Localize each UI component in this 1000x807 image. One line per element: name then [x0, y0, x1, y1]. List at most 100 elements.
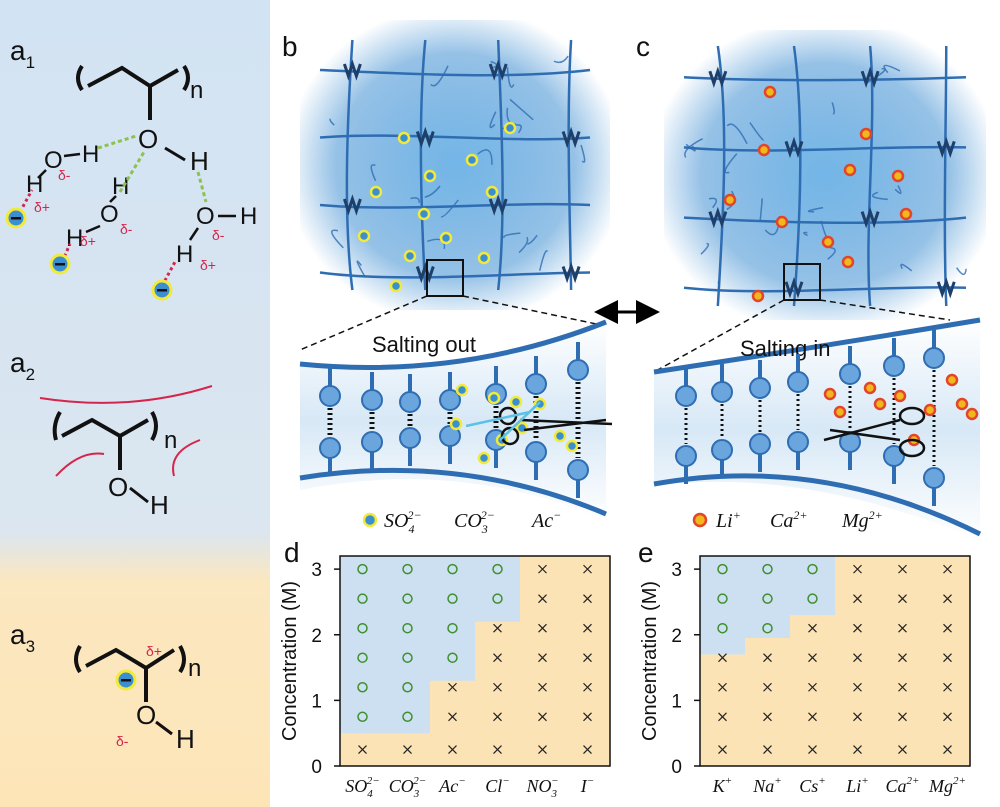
- ion-dot: [775, 215, 789, 229]
- ion-dot: [891, 169, 905, 183]
- soluble-mark: [492, 563, 503, 575]
- water-oxygen: O: [196, 203, 215, 230]
- insoluble-mark: [943, 594, 952, 604]
- ion-dot: [369, 185, 383, 199]
- soluble-mark: [447, 652, 458, 663]
- soluble-mark: [762, 622, 773, 634]
- chain-bead: [319, 437, 341, 459]
- ion-dot: [873, 397, 887, 411]
- insoluble-mark: [898, 564, 907, 574]
- soluble-mark: [402, 622, 413, 634]
- legend-c-item: Li+: [715, 508, 741, 532]
- soluble-mark: [447, 593, 458, 604]
- legend-c-item: Mg2+: [841, 508, 883, 532]
- soluble-mark: [357, 652, 368, 663]
- soluble-region: [700, 556, 970, 655]
- ion-dot: [863, 381, 877, 395]
- insoluble-mark: [538, 564, 547, 574]
- x-tick-label: SO42−: [345, 775, 379, 800]
- insoluble-mark: [493, 653, 502, 663]
- anion-particles-b: [357, 121, 517, 293]
- soluble-mark: [807, 563, 818, 575]
- hydrogen-atom: H: [190, 146, 209, 176]
- soluble-mark: [717, 593, 728, 604]
- insoluble-mark: [898, 745, 907, 755]
- insoluble-mark: [853, 745, 862, 755]
- insoluble-mark: [808, 745, 817, 755]
- zoom-box-c: [783, 263, 821, 301]
- panel-label-d: d: [284, 537, 300, 568]
- insoluble-mark: [898, 653, 907, 663]
- insoluble-mark: [493, 682, 502, 692]
- scissors-icon: [465, 401, 613, 446]
- chain-bead: [319, 385, 341, 407]
- ion-dot: [923, 403, 937, 417]
- insoluble-mark: [943, 682, 952, 692]
- insoluble-mark: [808, 623, 817, 633]
- ion-dot: [455, 383, 469, 397]
- chain-bead: [567, 359, 589, 381]
- chain-bead: [749, 433, 771, 455]
- ion-dot: [477, 251, 491, 265]
- chain-bead: [525, 373, 547, 395]
- panel-a: a1 n O H O H H δ- δ+ O H H δ- δ+ O H H: [0, 0, 270, 807]
- y-tick-label: 0: [311, 757, 322, 778]
- ion-dot: [389, 279, 403, 293]
- insoluble-mark: [853, 682, 862, 692]
- insoluble-mark: [853, 623, 862, 633]
- oxygen-atom: O: [136, 700, 156, 730]
- delta-plus: δ+: [34, 199, 50, 215]
- ion-dot: [833, 405, 847, 419]
- soluble-mark: [402, 711, 413, 723]
- insoluble-mark: [448, 682, 457, 692]
- insoluble-mark: [583, 682, 592, 692]
- insoluble-mark: [808, 712, 817, 722]
- legend-b-item: SO42−: [384, 508, 422, 536]
- panel-label-c: c: [636, 31, 650, 62]
- insoluble-mark: [493, 623, 502, 633]
- insoluble-mark: [808, 682, 817, 692]
- chain-bead: [525, 441, 547, 463]
- hydrogel-network-b: [319, 39, 591, 291]
- chain-beads-c: [675, 330, 945, 506]
- insoluble-mark: [853, 653, 862, 663]
- panel-c: c Salting in Li+ Ca2+ Mg2+: [636, 30, 986, 540]
- soluble-mark: [402, 563, 413, 575]
- ion-dot: [417, 207, 431, 221]
- chain-bead: [675, 385, 697, 407]
- ion-dot: [487, 391, 501, 405]
- salting-in-title: Salting in: [740, 336, 831, 361]
- water-oxygen: O: [100, 201, 119, 228]
- ion-dot: [751, 289, 765, 303]
- soluble-mark: [447, 563, 458, 575]
- ion-dot: [565, 439, 579, 453]
- insoluble-mark: [583, 653, 592, 663]
- zoom-anions-b: [449, 383, 579, 465]
- ion-dot: [357, 229, 371, 243]
- insoluble-mark: [808, 653, 817, 663]
- panel-label-a1: a1: [10, 35, 35, 72]
- ion-dot: [757, 143, 771, 157]
- x-tick-label: Cl−: [485, 775, 509, 796]
- plot-frame: [699, 555, 971, 767]
- insoluble-mark: [583, 745, 592, 755]
- soluble-mark: [402, 652, 413, 663]
- x-tick-label: Ca2+: [886, 775, 920, 796]
- y-tick-label: 3: [671, 560, 682, 581]
- soluble-mark: [357, 563, 368, 575]
- subscript-n: n: [188, 655, 201, 682]
- delta-plus: δ+: [200, 257, 216, 273]
- y-tick-label: 2: [311, 626, 322, 647]
- chain-bead: [361, 431, 383, 453]
- water-hydrogen: H: [240, 203, 257, 230]
- insoluble-mark: [538, 623, 547, 633]
- ion-dot: [899, 207, 913, 221]
- insoluble-mark: [898, 682, 907, 692]
- insoluble-mark: [403, 745, 412, 755]
- insoluble-mark: [853, 712, 862, 722]
- insoluble-mark: [538, 682, 547, 692]
- insoluble-mark: [583, 594, 592, 604]
- ion-dot: [821, 235, 835, 249]
- hydrogen-atom: H: [176, 724, 195, 754]
- x-tick-label: Mg2+: [928, 775, 966, 796]
